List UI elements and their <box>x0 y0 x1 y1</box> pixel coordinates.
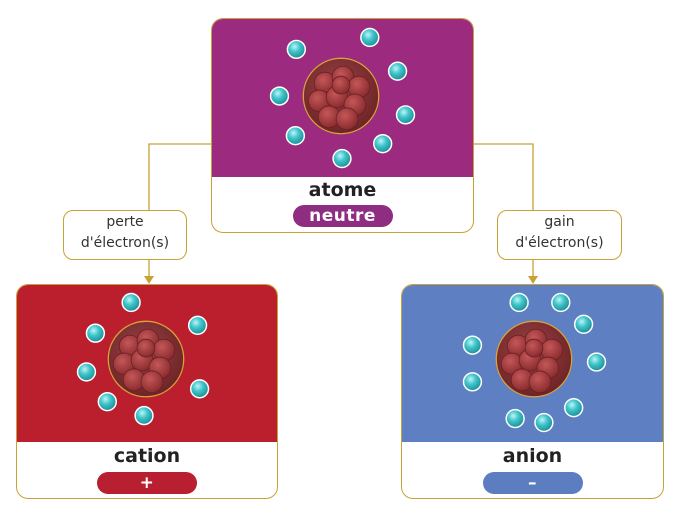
arrow-down-icon <box>528 276 538 284</box>
nucleus-icon <box>495 320 573 398</box>
electron-icon <box>564 397 584 418</box>
atom-charge-badge: neutre <box>292 205 393 227</box>
arrow-down-icon <box>144 276 154 284</box>
anion-charge-badge: – <box>482 472 583 494</box>
electron-icon <box>97 392 117 412</box>
electron-icon <box>189 379 210 399</box>
anion-illustration <box>402 285 663 442</box>
anion-card: anion – <box>401 284 664 499</box>
atom-card: atome neutre <box>211 18 474 233</box>
electron-icon <box>387 61 408 81</box>
cation-card: cation + <box>16 284 278 499</box>
atom-svg <box>269 27 416 169</box>
electrons <box>76 292 210 426</box>
electron-icon <box>462 335 483 355</box>
electrons <box>269 27 416 169</box>
electron-icon <box>76 362 97 382</box>
electron-gain-box: gain d'électron(s) <box>497 210 622 260</box>
gain-line-2: d'électron(s) <box>515 235 604 251</box>
cation-label: cation <box>113 445 181 467</box>
electron-icon <box>121 292 141 313</box>
electron-icon <box>534 412 554 433</box>
electron-icon <box>395 105 416 125</box>
electron-icon <box>551 292 571 313</box>
electron-icon <box>285 126 306 146</box>
electron-icon <box>509 292 529 313</box>
cation-svg <box>76 292 210 426</box>
nucleus-icon <box>107 320 185 398</box>
loss-line-1: perte <box>106 214 144 230</box>
electron-icon <box>360 27 380 48</box>
cation-illustration <box>17 285 277 442</box>
electron-icon <box>187 315 208 335</box>
atom-illustration <box>212 19 473 177</box>
atom-label: atome <box>308 179 377 201</box>
electron-icon <box>286 39 307 60</box>
electron-icon <box>462 372 483 392</box>
electron-icon <box>373 133 393 154</box>
electron-icon <box>332 148 352 169</box>
loss-line-2: d'électron(s) <box>80 235 170 251</box>
electron-icon <box>85 323 106 343</box>
nucleus-icon <box>302 57 380 135</box>
electrons <box>462 292 607 433</box>
anion-svg <box>462 292 607 433</box>
electron-icon <box>586 352 607 372</box>
electron-icon <box>505 408 525 429</box>
electron-icon <box>134 405 154 426</box>
electron-icon <box>269 86 290 106</box>
electron-icon <box>573 314 594 334</box>
electron-loss-box: perte d'électron(s) <box>63 210 187 260</box>
cation-charge-badge: + <box>97 472 197 494</box>
gain-line-1: gain <box>544 214 575 230</box>
anion-label: anion <box>502 445 563 467</box>
